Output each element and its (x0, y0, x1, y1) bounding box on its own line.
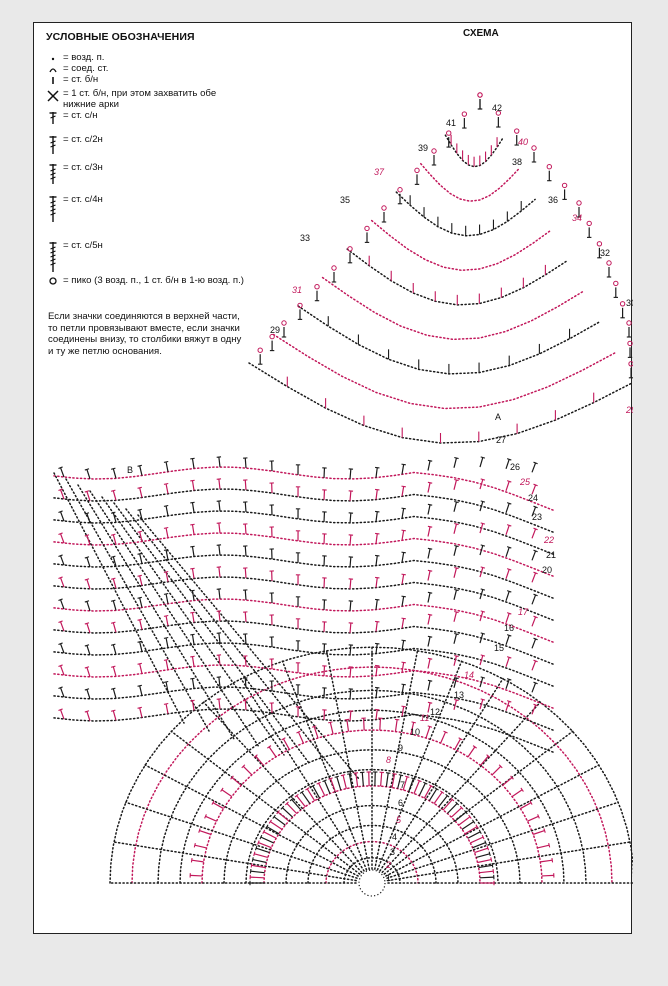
row-number-35: 35 (340, 195, 350, 205)
row-number-25: 25 (519, 477, 531, 487)
row-number-7: 7 (400, 780, 405, 790)
crochet-scheme: 1234567891011121314151617202122232425262… (34, 23, 633, 935)
row-number-6: 6 (398, 798, 403, 808)
row-number-34: 34 (572, 213, 582, 223)
row-number-9: 9 (398, 743, 403, 753)
row-number-41: 41 (446, 118, 456, 128)
row-number-10: 10 (410, 727, 420, 737)
row-number-8: 8 (386, 755, 391, 765)
row-number-38: 38 (512, 157, 522, 167)
row-number-30: 30 (626, 298, 633, 308)
row-numbers: 1234567891011121314151617202122232425262… (127, 103, 633, 883)
row-number-39: 39 (418, 143, 428, 153)
diagram-sheet: УСЛОВНЫЕ ОБОЗНАЧЕНИЯ СХЕМА = возд. п. = … (33, 22, 632, 934)
row-number-13: 13 (454, 690, 464, 700)
row-number-14: 14 (464, 670, 474, 680)
row-number-1: 1 (386, 873, 391, 883)
marker-B: B (127, 465, 133, 475)
row-number-22: 22 (543, 535, 554, 545)
row-number-37: 37 (374, 167, 385, 177)
marker-A: A (495, 412, 501, 422)
row-number-24: 24 (528, 493, 538, 503)
row-number-16: 16 (504, 623, 514, 633)
row-number-11: 11 (420, 713, 429, 723)
row-number-5: 5 (396, 815, 402, 825)
row-number-26: 26 (510, 462, 520, 472)
row-number-23: 23 (532, 512, 542, 522)
row-number-31: 31 (292, 285, 302, 295)
row-number-20: 20 (542, 565, 552, 575)
row-number-33: 33 (300, 233, 310, 243)
row-number-15: 15 (494, 643, 504, 653)
row-number-2: 2 (385, 860, 391, 870)
row-number-28: 28 (625, 405, 633, 415)
row-number-27: 27 (496, 435, 506, 445)
row-number-32: 32 (600, 248, 610, 258)
row-number-4: 4 (392, 832, 397, 842)
row-number-17: 17 (518, 607, 529, 617)
row-number-3: 3 (390, 847, 395, 857)
row-number-21: 21 (546, 550, 556, 560)
row-number-36: 36 (548, 195, 558, 205)
row-number-40: 40 (518, 137, 528, 147)
row-number-12: 12 (430, 707, 440, 717)
row-number-42: 42 (492, 103, 502, 113)
row-number-29: 29 (270, 325, 280, 335)
